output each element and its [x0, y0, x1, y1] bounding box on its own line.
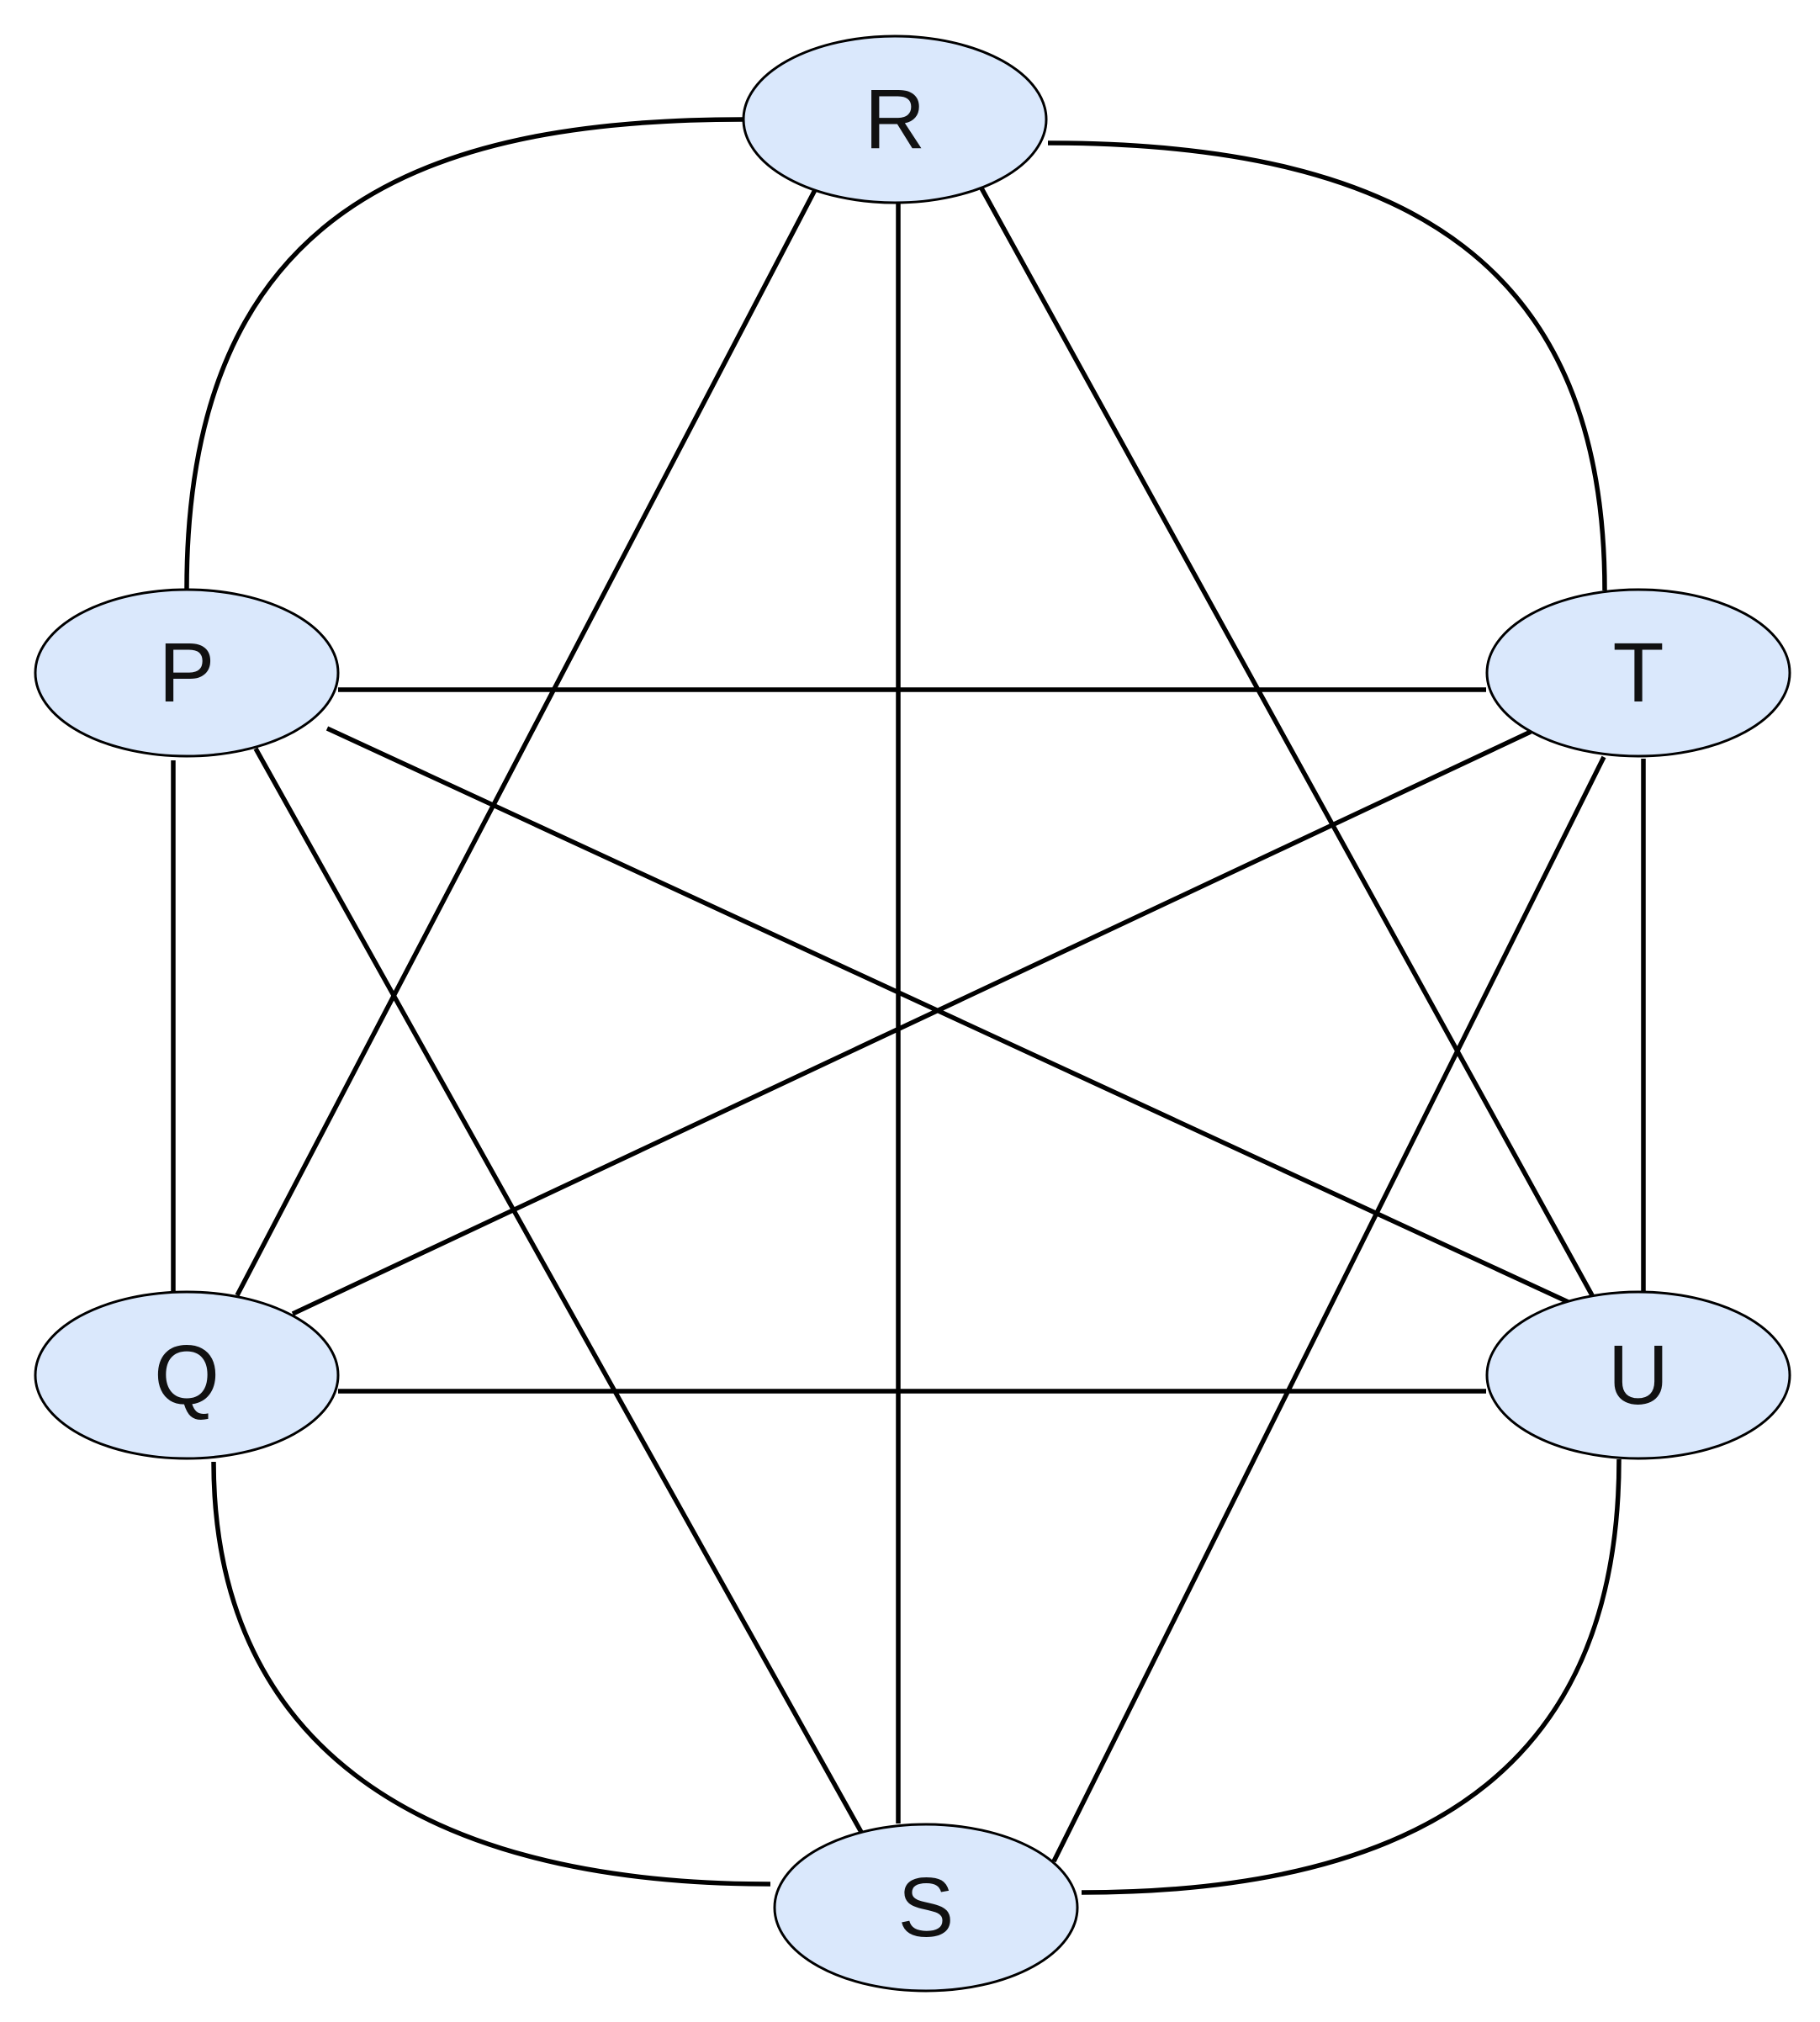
edge-R-Q — [235, 187, 818, 1297]
edge-P-U — [325, 726, 1574, 1306]
edge-T-S — [1051, 755, 1606, 1863]
node-S-shape — [773, 1823, 1079, 1993]
node-Q[interactable]: Q — [34, 1290, 340, 1460]
node-T[interactable]: T — [1485, 588, 1791, 758]
edge-P-S — [253, 747, 865, 1835]
node-Q-label: Q — [154, 1328, 220, 1422]
node-Q-shape — [34, 1290, 340, 1460]
node-T-shape — [1485, 588, 1791, 758]
node-R-shape — [742, 34, 1048, 204]
node-T-label: T — [1612, 626, 1664, 720]
node-P[interactable]: P — [34, 588, 340, 758]
node-S[interactable]: S — [773, 1823, 1079, 1993]
edge-R-T — [1047, 140, 1607, 591]
edge-R-P — [184, 117, 743, 590]
node-R[interactable]: R — [742, 34, 1048, 204]
edges-layer — [171, 117, 1646, 1895]
node-P-shape — [34, 588, 340, 758]
node-S-label: S — [898, 1861, 955, 1955]
node-U[interactable]: U — [1485, 1290, 1791, 1460]
nodes-layer: R P T Q U S — [34, 34, 1791, 1993]
edge-T-Q — [291, 729, 1532, 1316]
edge-U-S — [1081, 1458, 1622, 1895]
node-P-label: P — [159, 626, 215, 720]
node-R-label: R — [865, 72, 925, 167]
node-U-shape — [1485, 1290, 1791, 1460]
edge-Q-S — [211, 1461, 771, 1887]
node-U-label: U — [1608, 1328, 1669, 1422]
edge-R-U — [978, 185, 1595, 1297]
